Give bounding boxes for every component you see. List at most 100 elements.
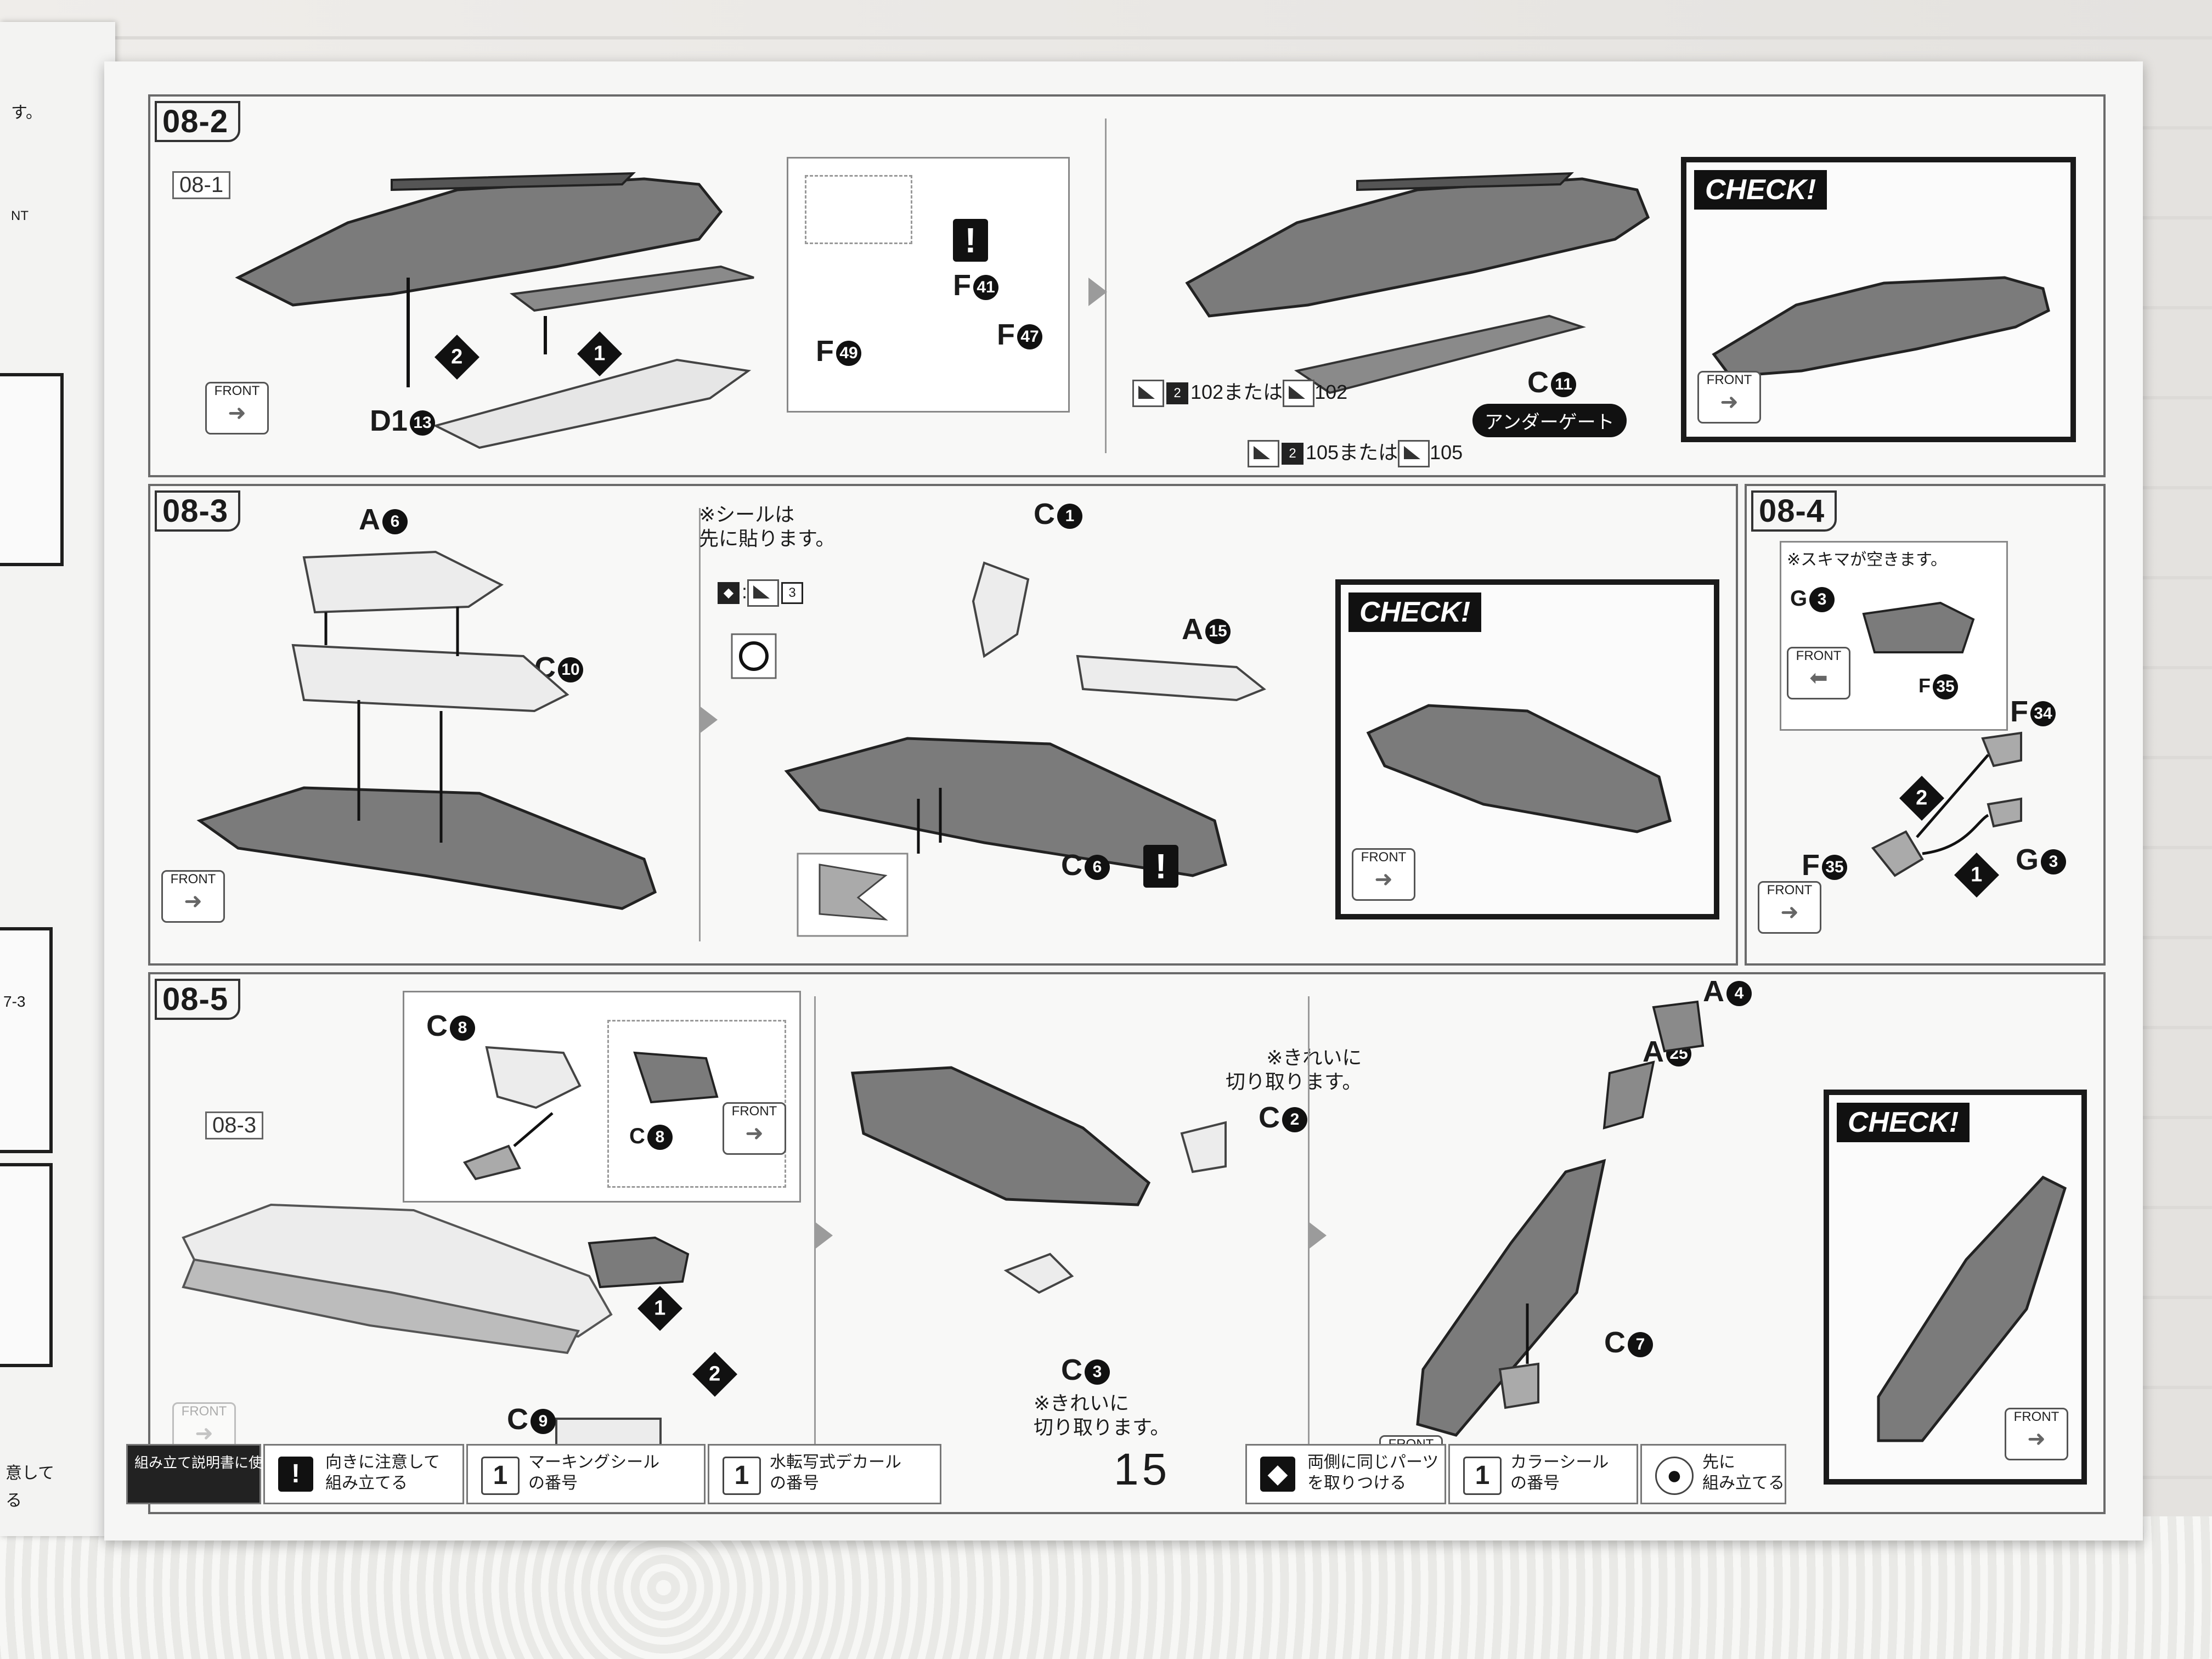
arrow-icon: ➜ [1720,390,1739,414]
left-page-edge: す。 NT 7-3 意して る [0,22,115,1536]
warning-icon: ! [278,1457,313,1492]
check-title: CHECK! [1694,170,1827,210]
reference-tag: 08-3 [205,1111,264,1139]
check-preview-illustration [1366,704,1672,833]
check-preview-illustration [1877,1175,2067,1442]
hull-assembly-illustration [1185,172,1650,394]
marking-sticker-icon [1248,440,1279,468]
joint-assembly-illustration [1871,731,2022,877]
cut-note: ※きれいに 切り取ります。 [1034,1392,1170,1438]
left-fragment-box [0,1163,53,1367]
joint-detail-illustration [462,1046,719,1181]
arrow-icon: ➜ [1780,900,1799,924]
reference-tag: 08-1 [172,171,231,199]
water-decal-icon: 1 [723,1457,761,1495]
next-arrow-icon [814,1221,833,1250]
check-title: CHECK! [1837,1103,1970,1142]
front-indicator: FRONT➜ [205,382,269,435]
warning-icon: ! [1143,845,1178,888]
left-fragment-box [0,373,64,566]
rear-assembly-illustration [1416,1000,1705,1437]
step-label: 08-4 [1751,490,1837,532]
page-number: 15 [1114,1444,1171,1494]
both-sides-icon: ◆ [1260,1457,1295,1492]
water-decal-icon [1283,380,1315,408]
left-fragment-text: NT [11,208,29,223]
next-arrow-icon [1088,278,1107,306]
color-sticker-icon: 1 [1463,1457,1502,1495]
check-box: CHECK! FRONT➜ [1681,157,2076,442]
arrow-icon: ➜ [2027,1427,2046,1451]
legend-item: 1 マーキングシール の番号 [466,1444,706,1504]
check-box: CHECK! FRONT➜ [1335,579,1719,919]
legend-item: 1 水転写式デカール の番号 [708,1444,941,1504]
joint-illustration [1862,601,1975,653]
warning-icon: ! [953,219,988,262]
arrow-icon: ➜ [195,1421,213,1446]
legend-item: ● 先に 組み立てる [1640,1444,1786,1504]
icon-legend-bar: 組み立て説明書に使用されているアイコン ! 向きに注意して 組み立てる 1 マー… [126,1444,1786,1504]
detail-dashed-box [805,175,912,244]
cockpit-assembly-illustration [196,550,657,910]
nose-assembly-illustration [851,1066,1227,1294]
legend-item: ◆ 両側に同じパーツ を取りつける [1245,1444,1446,1504]
cut-note: ※きれいに 切り取ります。 [1226,1046,1362,1093]
detail-dashed-box [607,1020,786,1188]
both-sides-icon: ◆ [718,582,740,604]
color-sticker-icon [747,579,780,607]
front-indicator: FRONT➜ [1697,371,1761,424]
same-parts-sticker-ref: ◆:3 [715,579,805,607]
left-fragment-text: る [5,1492,22,1510]
next-arrow-icon [699,706,718,734]
left-fragment-text: 7-3 [3,993,26,1010]
arrow-icon: ➜ [228,401,246,425]
under-gate-badge: アンダーゲート [1472,404,1627,437]
arrow-icon: ➜ [745,1121,764,1146]
left-fragment-text: す。 [11,104,42,122]
pre-assemble-icon: ● [1655,1457,1694,1495]
legend-title: 組み立て説明書に使用されているアイコン [126,1444,404,1504]
check-preview-illustration [1712,276,2050,378]
legend-item: ! 向きに注意して 組み立てる [263,1444,464,1504]
hull-part-illustration [235,172,754,449]
check-box: CHECK! FRONT➜ [1824,1090,2087,1485]
canopy-assembly-illustration [731,561,1266,937]
arrow-icon: ⬅ [1809,666,1828,690]
step-label: 08-2 [155,101,241,142]
next-arrow-icon [1308,1221,1327,1250]
marking-sticker-icon [1132,380,1164,408]
step-label: 08-5 [155,979,241,1020]
water-decal-icon [1398,440,1430,468]
check-title: CHECK! [1348,592,1482,632]
sticker-note: ※シールは 先に貼ります。 [699,503,836,550]
marking-sticker-icon: 1 [481,1457,520,1495]
